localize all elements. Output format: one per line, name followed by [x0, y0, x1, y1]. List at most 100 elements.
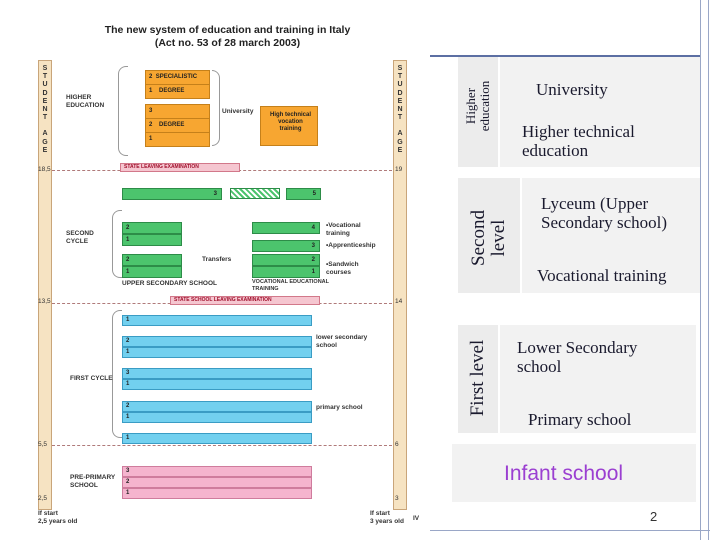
upper-secondary-year-1b: 1 — [122, 266, 182, 278]
age-right-14: 14 — [395, 298, 403, 305]
high-technical-vocational-box: High technical vocation training — [260, 106, 318, 146]
vocational-year-2: 2 — [252, 254, 320, 266]
vocational-year-3: 3 — [252, 240, 320, 252]
age-letter: E — [397, 146, 403, 154]
transfer-hatched-bar — [230, 188, 280, 199]
first-cycle-label: FIRST CYCLE — [70, 375, 113, 382]
vocational-training-note: •Vocational training — [326, 222, 361, 237]
transfers-label: Transfers — [202, 256, 232, 263]
age-letter: S — [42, 65, 48, 72]
age-letter: E — [42, 97, 48, 105]
age-left-13-5: 13,5 — [38, 298, 51, 305]
upper-secondary-year-2b: 2 — [122, 254, 182, 266]
bottom-frame-line — [430, 530, 710, 531]
page-number: 2 — [650, 509, 658, 524]
upper-secondary-bar-5: 3 — [122, 188, 222, 200]
age-letter: D — [397, 89, 403, 97]
degree-bar-1: 1 DEGREE — [145, 84, 210, 99]
age-left-18-5: 18,5 — [38, 166, 51, 173]
first-cycle-bracket — [112, 310, 122, 438]
second-level-label: Second level — [468, 210, 509, 266]
diagram-subtitle: (Act no. 53 of 28 march 2003) — [154, 37, 301, 49]
age-right-6: 6 — [395, 441, 399, 448]
age-right-19: 19 — [395, 166, 403, 173]
age-letter: A — [397, 130, 403, 138]
pre-primary-year-1: 1 — [122, 488, 312, 499]
age-letter: D — [42, 89, 48, 97]
age-letter: N — [397, 106, 403, 114]
upper-secondary-school-label: UPPER SECONDARY SCHOOL — [122, 280, 217, 287]
age-letter: U — [42, 81, 48, 89]
age-letter: G — [397, 138, 403, 146]
age-right-3: 3 — [395, 495, 399, 502]
second-level-content-panel — [522, 178, 700, 293]
age-letter: T — [397, 114, 403, 122]
primary-year-3: 3 — [122, 368, 312, 379]
vocational-bar-top: 5 — [286, 188, 321, 200]
primary-school-label: primary school — [316, 404, 363, 411]
right-frame-line-2 — [708, 0, 709, 540]
lower-secondary-year-2: 2 — [122, 336, 312, 347]
degree-1-bar: 1 — [145, 132, 210, 147]
university-small-label: University — [222, 108, 254, 115]
upper-secondary-year-1: 1 — [122, 234, 182, 246]
degree-3-bar: 3 — [145, 104, 210, 119]
diagram-title: The new system of education and training… — [104, 24, 351, 36]
age-letter: N — [42, 106, 48, 114]
vocational-educational-training-label: VOCATIONAL EDUCATIONAL TRAINING — [252, 279, 329, 292]
age-left-2-5: 2,5 — [38, 495, 48, 502]
top-divider-line — [430, 55, 700, 57]
divider-line — [52, 445, 392, 446]
higher-education-level-panel: Higher education — [458, 57, 498, 167]
second-cycle-label: SECOND CYCLE — [66, 230, 94, 245]
student-age-column-left: S T U D E N T A G E — [38, 60, 52, 510]
first-level-panel: First level — [458, 325, 498, 433]
age-letter: G — [42, 138, 48, 146]
lower-secondary-year-1: 1 — [122, 315, 312, 326]
second-cycle-bracket — [112, 210, 122, 278]
vocational-year-4: 4 — [252, 222, 320, 234]
higher-technical-text: Higher technical education — [522, 122, 635, 160]
vocational-year-1: 1 — [252, 266, 320, 278]
student-age-column-right: S T U D E N T A G E — [393, 60, 407, 510]
right-frame-line-1 — [700, 0, 701, 540]
age-letter: U — [397, 81, 403, 89]
university-text: University — [536, 80, 608, 99]
age-letter: T — [42, 73, 48, 81]
degree-2-bar: 2 DEGREE — [145, 118, 210, 133]
higher-education-panel — [500, 57, 700, 167]
lower-secondary-text: Lower Secondary school — [517, 338, 638, 376]
university-bracket — [212, 70, 220, 146]
age-letter: E — [397, 97, 403, 105]
primary-year-1b: 1 — [122, 412, 312, 423]
education-system-diagram: The new system of education and training… — [30, 18, 425, 528]
first-level-label: First level — [467, 339, 488, 417]
primary-year-2: 2 — [122, 401, 312, 412]
apprenticeship-note: •Apprenticeship — [326, 242, 376, 249]
higher-education-level-label: Higher education — [463, 80, 492, 132]
age-left-5-5: 5,5 — [38, 441, 48, 448]
primary-year-1c: 1 — [122, 433, 312, 444]
lyceum-text: Lyceum (Upper Secondary school) — [541, 194, 668, 232]
first-level-content-panel — [500, 325, 696, 433]
age-letter: S — [397, 65, 403, 72]
age-letter: T — [42, 114, 48, 122]
primary-year-1: 1 — [122, 379, 312, 390]
second-level-panel: Second level — [458, 178, 520, 293]
age-letter: A — [42, 130, 48, 138]
higher-education-bracket — [118, 66, 128, 156]
age-letter: T — [397, 73, 403, 81]
primary-school-text: Primary school — [528, 410, 632, 429]
state-school-leaving-exam: STATE SCHOOL LEAVING EXAMINATION — [170, 296, 320, 305]
lower-secondary-school-label: lower secondary school — [316, 334, 368, 349]
sandwich-courses-note: •Sandwich courses — [326, 261, 359, 276]
pre-primary-year-2: 2 — [122, 477, 312, 488]
infant-school-text: Infant school — [504, 462, 624, 485]
infant-school-panel — [452, 444, 696, 502]
pre-primary-year-3: 3 — [122, 466, 312, 477]
start-age-right-note: If start 3 years old — [370, 510, 404, 525]
pre-primary-label: PRE-PRIMARY SCHOOL — [70, 474, 116, 489]
age-letter: E — [42, 146, 48, 154]
state-leaving-exam-top: STATE LEAVING EXAMINATION — [120, 163, 240, 172]
vocational-training-text: Vocational training — [537, 266, 667, 285]
